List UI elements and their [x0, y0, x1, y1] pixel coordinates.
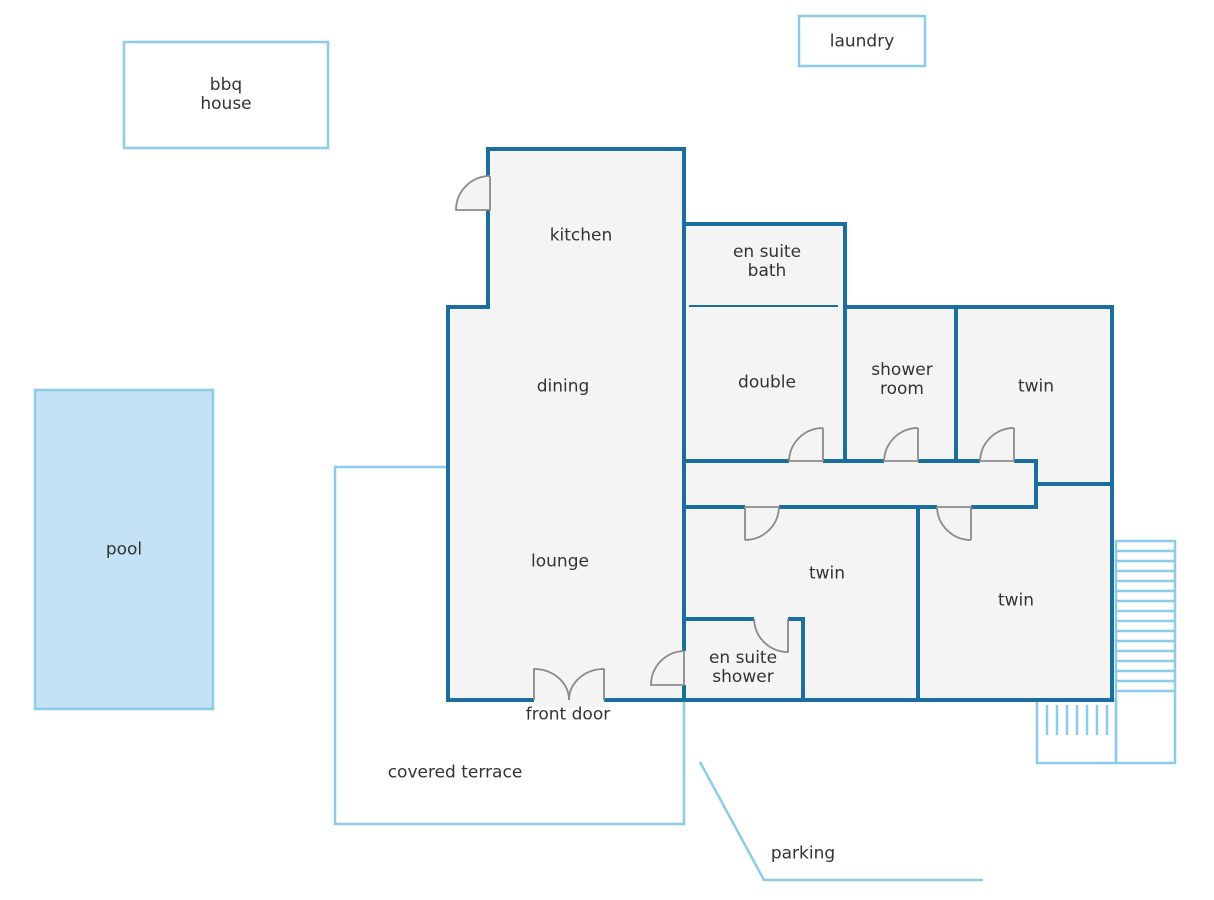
stair-treads-vertical: [1116, 549, 1175, 693]
stair-treads-horizontal: [1045, 705, 1109, 735]
house-exterior-wall: [446, 147, 1114, 702]
interior-walls: [682, 222, 1114, 702]
stairs: [1035, 539, 1177, 765]
door-swings: [455, 175, 1015, 707]
house-floor: [448, 149, 1112, 700]
laundry-outline: [797, 14, 927, 68]
pool-shape: [33, 388, 215, 711]
parking-outline: [698, 761, 983, 882]
bbq-house-outline: [122, 40, 330, 150]
covered-terrace-outline: [333, 465, 686, 826]
